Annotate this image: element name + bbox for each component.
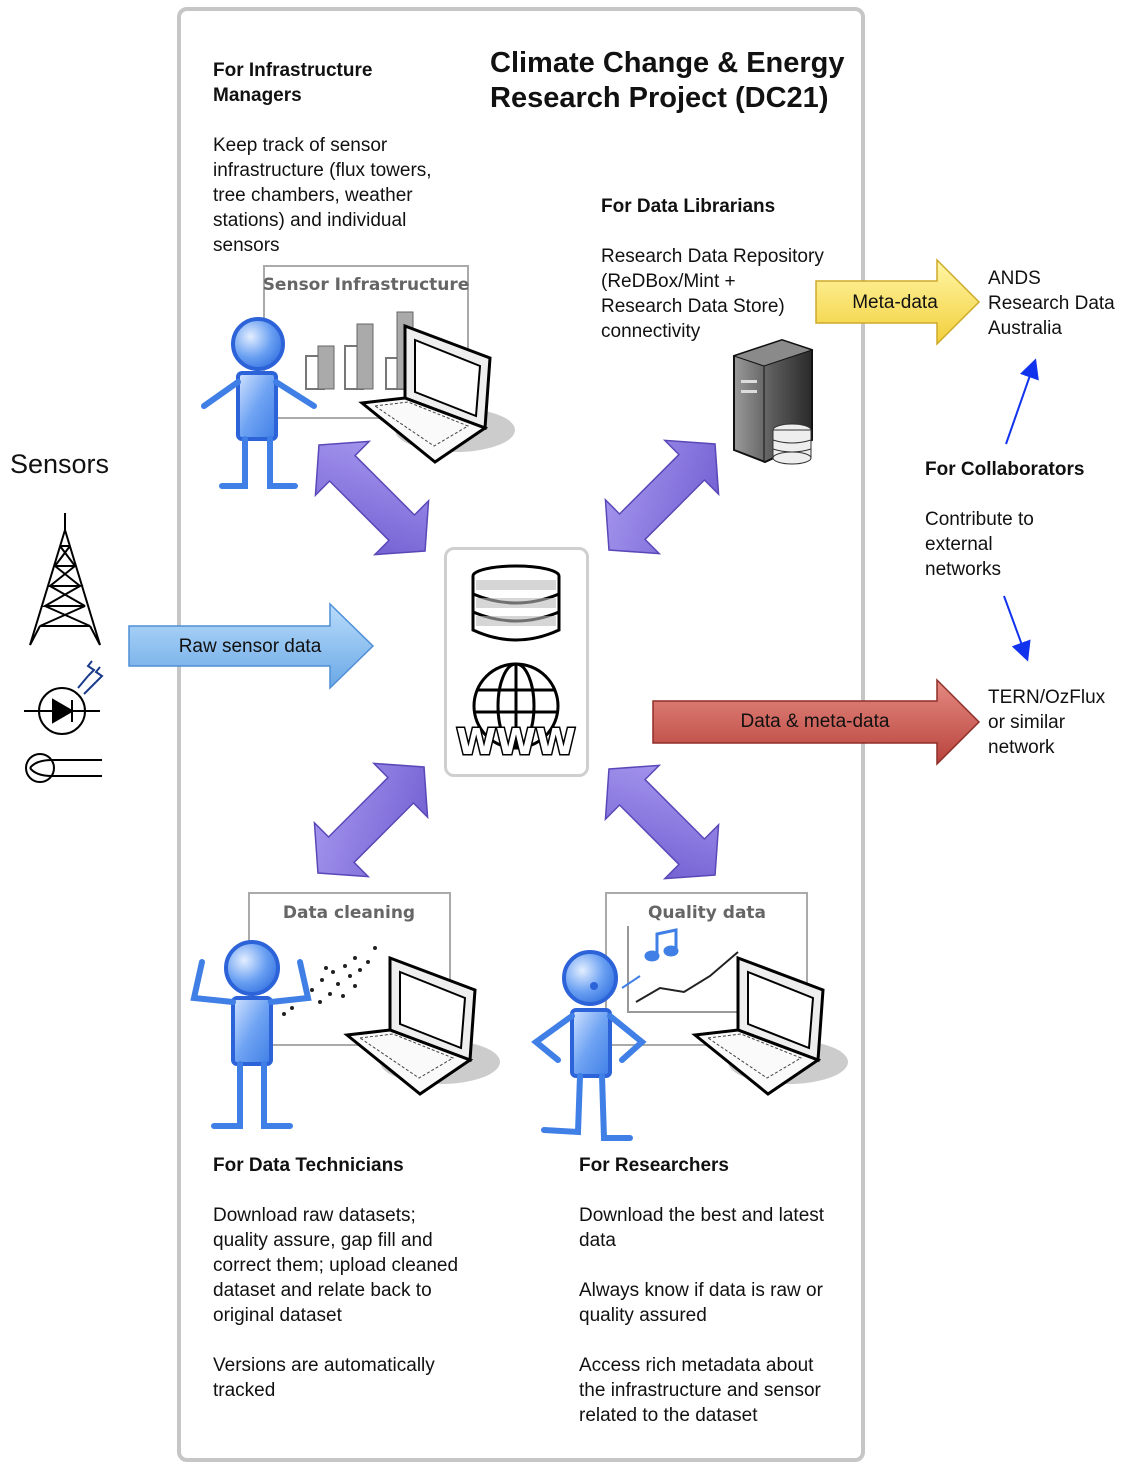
quality-data-label: Quality data bbox=[648, 903, 766, 923]
technician-person-icon bbox=[190, 940, 312, 1129]
collaborators-body: Contribute to external networks bbox=[925, 509, 1034, 580]
infra-body: Keep track of sensor infrastructure (flu… bbox=[213, 135, 432, 256]
ands-label: ANDS Research Data Australia bbox=[988, 268, 1115, 339]
raw-sensor-data-arrow bbox=[128, 602, 375, 690]
librarians-hub-double-arrow bbox=[604, 439, 720, 555]
data-cleaning-label: Data cleaning bbox=[283, 903, 415, 923]
infra-manager-person-icon bbox=[201, 317, 317, 489]
meta-data-label: Meta-data bbox=[852, 292, 938, 313]
database-icon bbox=[471, 564, 561, 642]
raw-sensor-data-label: Raw sensor data bbox=[178, 636, 322, 657]
researchers-body-3: Access rich metadata about the infrastru… bbox=[579, 1355, 821, 1426]
thermocouple-icon bbox=[25, 753, 102, 783]
collaborators-heading: For Collaborators bbox=[925, 459, 1085, 480]
meta-data-arrow bbox=[815, 258, 981, 346]
technicians-body-2: Versions are automatically tracked bbox=[213, 1355, 435, 1401]
technicians-body-1: Download raw datasets; quality assure, g… bbox=[213, 1205, 459, 1326]
researchers-heading: For Researchers bbox=[579, 1155, 729, 1176]
page-title: Climate Change & Energy Research Project… bbox=[490, 47, 845, 114]
quality-data-screen: Quality data bbox=[605, 892, 808, 1046]
researchers-body-2: Always know if data is raw or quality as… bbox=[579, 1280, 823, 1326]
technicians-heading: For Data Technicians bbox=[213, 1155, 404, 1176]
technicians-hub-double-arrow bbox=[313, 762, 429, 878]
sensors-label: Sensors bbox=[10, 449, 110, 479]
www-label: WWW bbox=[456, 722, 575, 763]
to-ands-arrow bbox=[1005, 358, 1039, 445]
to-tern-arrow bbox=[1003, 595, 1031, 662]
photodiode-icon bbox=[24, 660, 104, 735]
data-and-meta-data-label: Data & meta-data bbox=[740, 711, 890, 732]
laptop-icon bbox=[343, 955, 500, 1096]
infra-heading: For Infrastructure Managers bbox=[213, 60, 373, 106]
laptop-icon bbox=[691, 955, 848, 1096]
laptop-icon bbox=[358, 323, 515, 464]
globe-icon: WWW bbox=[455, 662, 577, 765]
librarians-heading: For Data Librarians bbox=[601, 196, 776, 217]
infra-screen-label: Sensor Infrastructure bbox=[263, 275, 470, 295]
tern-label: TERN/OzFlux or similar network bbox=[988, 687, 1106, 758]
researchers-hub-double-arrow bbox=[604, 764, 720, 880]
data-and-meta-data-arrow bbox=[652, 678, 981, 766]
infra-hub-double-arrow bbox=[314, 440, 430, 556]
researchers-body-1: Download the best and latest data bbox=[579, 1205, 825, 1251]
server-icon bbox=[732, 338, 814, 465]
researcher-person-icon bbox=[531, 950, 647, 1141]
music-note-icon bbox=[621, 928, 679, 989]
tower-icon bbox=[29, 513, 101, 646]
librarians-body: Research Data Repository (ReDBox/Mint + … bbox=[601, 246, 824, 342]
